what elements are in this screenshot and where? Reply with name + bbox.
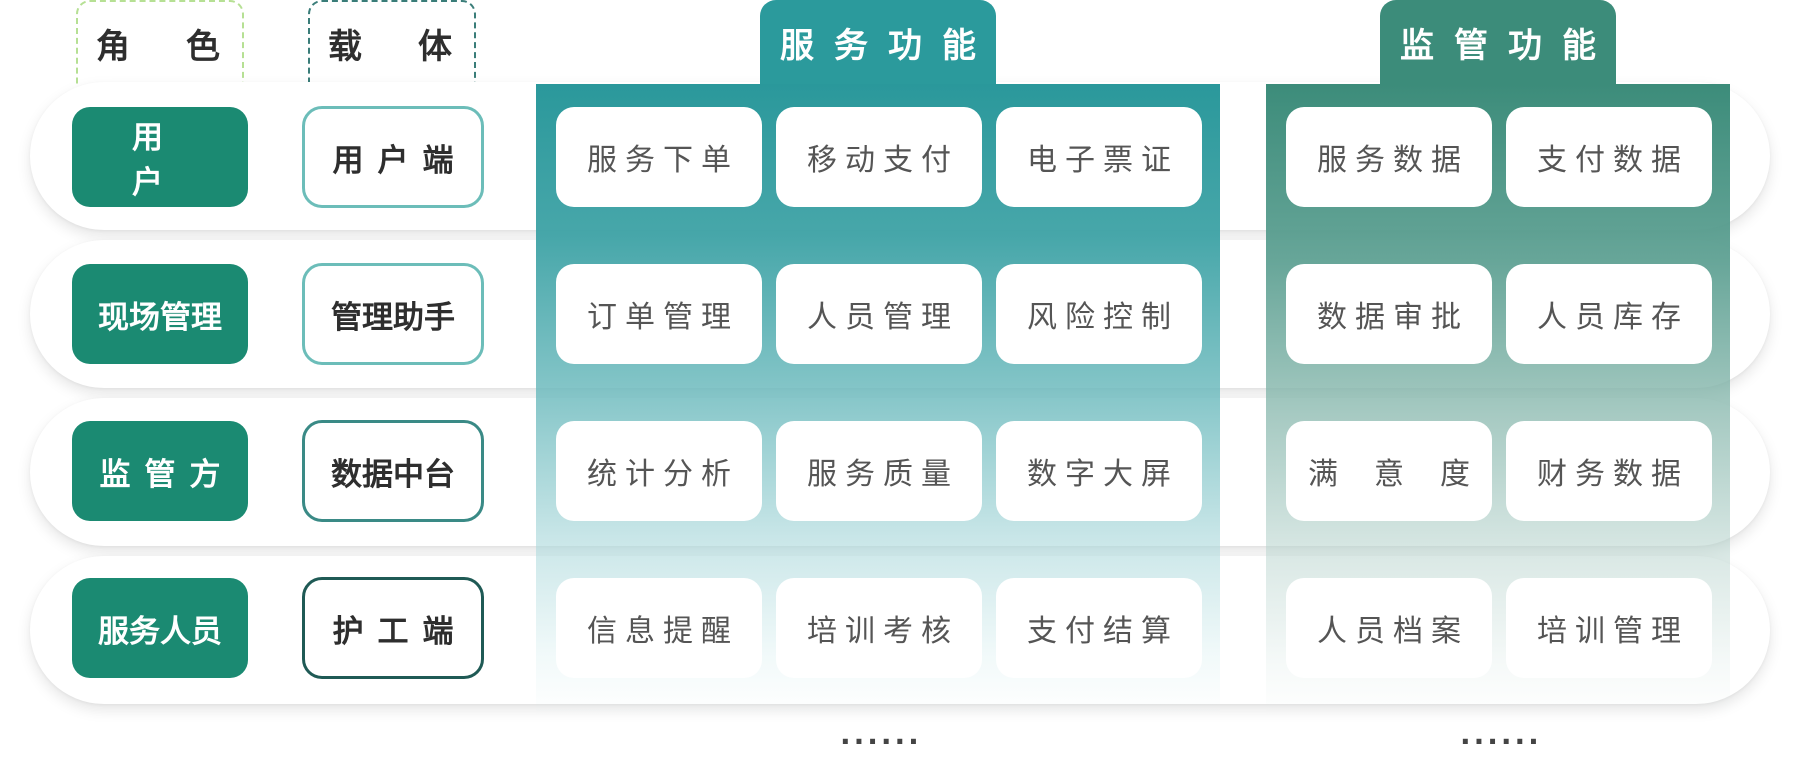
supervision-training-management: 培训管理 bbox=[1506, 578, 1712, 678]
service-statistics-analysis: 统计分析 bbox=[556, 421, 762, 521]
carrier-header-char-1: 载 bbox=[328, 26, 362, 67]
service-digital-screen: 数字大屏 bbox=[996, 421, 1202, 521]
role-column-header: 角 色 bbox=[76, 0, 244, 84]
supervision-financial-data: 财务数据 bbox=[1506, 421, 1712, 521]
role-header-char-1: 角 bbox=[96, 26, 130, 67]
carrier-caregiver-app: 护工端 bbox=[302, 577, 484, 679]
service-place-order: 服务下单 bbox=[556, 107, 762, 207]
service-staff-management: 人员管理 bbox=[776, 264, 982, 364]
service-order-management: 订单管理 bbox=[556, 264, 762, 364]
supervision-satisfaction: 满意度 bbox=[1286, 421, 1492, 521]
role-service-staff: 服务人员 bbox=[72, 578, 248, 678]
carrier-column-header: 载 体 bbox=[308, 0, 476, 84]
service-function-header: 服务功能 bbox=[760, 0, 996, 84]
service-reminders: 信息提醒 bbox=[556, 578, 762, 678]
role-header-char-2: 色 bbox=[186, 26, 220, 67]
supervision-staff-inventory: 人员库存 bbox=[1506, 264, 1712, 364]
service-more-ellipsis: ...... bbox=[840, 718, 922, 751]
role-regulator: 监管方 bbox=[72, 421, 248, 521]
service-quality: 服务质量 bbox=[776, 421, 982, 521]
supervision-more-ellipsis: ...... bbox=[1460, 718, 1542, 751]
carrier-header-char-2: 体 bbox=[418, 26, 452, 67]
supervision-staff-records: 人员档案 bbox=[1286, 578, 1492, 678]
carrier-data-platform: 数据中台 bbox=[302, 420, 484, 522]
supervision-function-header: 监管功能 bbox=[1380, 0, 1616, 84]
service-risk-control: 风险控制 bbox=[996, 264, 1202, 364]
supervision-payment-data: 支付数据 bbox=[1506, 107, 1712, 207]
supervision-service-data: 服务数据 bbox=[1286, 107, 1492, 207]
role-site-management: 现场管理 bbox=[72, 264, 248, 364]
supervision-data-approval: 数据审批 bbox=[1286, 264, 1492, 364]
carrier-management-assistant: 管理助手 bbox=[302, 263, 484, 365]
service-training-assessment: 培训考核 bbox=[776, 578, 982, 678]
carrier-user-app: 用户端 bbox=[302, 106, 484, 208]
service-e-ticket: 电子票证 bbox=[996, 107, 1202, 207]
service-mobile-payment: 移动支付 bbox=[776, 107, 982, 207]
service-payment-settlement: 支付结算 bbox=[996, 578, 1202, 678]
role-user: 用 户 bbox=[72, 107, 248, 207]
